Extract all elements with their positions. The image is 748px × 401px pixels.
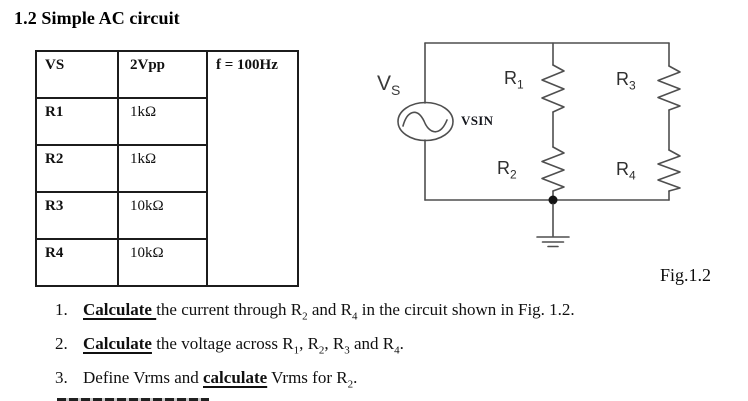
parameters-table: VS 2Vpp f = 100Hz R1 1kΩ R2 1kΩ R3 10kΩ …: [35, 50, 299, 287]
item-number: 2.: [55, 334, 68, 353]
source-type-label: VSIN: [461, 113, 494, 128]
circuit-diagram: [397, 42, 681, 248]
param-value: 1kΩ: [117, 144, 208, 193]
item-number: 1.: [55, 300, 68, 319]
param-value: 1kΩ: [117, 97, 208, 146]
resistor-r2-icon: [541, 146, 565, 192]
param-name: R2: [35, 144, 119, 193]
cropped-next-line-fragment: [57, 398, 209, 401]
resistor-r3-icon: [657, 65, 681, 111]
list-item: 2. Calculate the voltage across R1, R2, …: [55, 333, 695, 357]
source-label: VS: [377, 72, 401, 99]
resistor-r1-icon: [541, 64, 565, 113]
table-row: R3 10kΩ: [35, 191, 298, 240]
sine-wave-icon: [402, 111, 448, 133]
table-row: R1 1kΩ: [35, 97, 298, 146]
resistor-label-r3: R3: [616, 69, 636, 93]
param-name: R1: [35, 97, 119, 146]
frequency-note-cell: f = 100Hz: [206, 50, 299, 287]
resistor-label-r1: R1: [504, 68, 524, 92]
param-name: R3: [35, 191, 119, 240]
questions-list: 1. Calculate the current through R2 and …: [55, 299, 695, 401]
resistor-label-r4: R4: [616, 159, 636, 183]
table-row: R4 10kΩ: [35, 238, 298, 287]
ground-icon: [536, 203, 570, 248]
circuit-wires: [424, 42, 670, 201]
param-name: R4: [35, 238, 119, 287]
junction-node: [548, 195, 558, 205]
param-value: 10kΩ: [117, 191, 208, 240]
item-text: Calculate the current through R2 and R4 …: [83, 300, 575, 323]
table-row: R2 1kΩ: [35, 144, 298, 193]
param-value: 10kΩ: [117, 238, 208, 287]
ac-source-icon: [397, 101, 454, 142]
param-name: VS: [35, 50, 119, 99]
section-title: 1.2 Simple AC circuit: [14, 8, 180, 28]
item-number: 3.: [55, 368, 68, 387]
figure-caption: Fig.1.2: [660, 265, 712, 285]
item-text: Define Vrms and calculate Vrms for R2.: [83, 368, 358, 391]
item-text: Calculate the voltage across R1, R2, R3 …: [83, 334, 404, 357]
resistor-label-r2: R2: [497, 158, 517, 182]
resistor-r4-icon: [657, 149, 681, 192]
param-value: 2Vpp: [117, 50, 208, 99]
list-item: 3. Define Vrms and calculate Vrms for R2…: [55, 367, 695, 391]
list-item: 1. Calculate the current through R2 and …: [55, 299, 695, 323]
table-row: VS 2Vpp f = 100Hz: [35, 50, 299, 287]
